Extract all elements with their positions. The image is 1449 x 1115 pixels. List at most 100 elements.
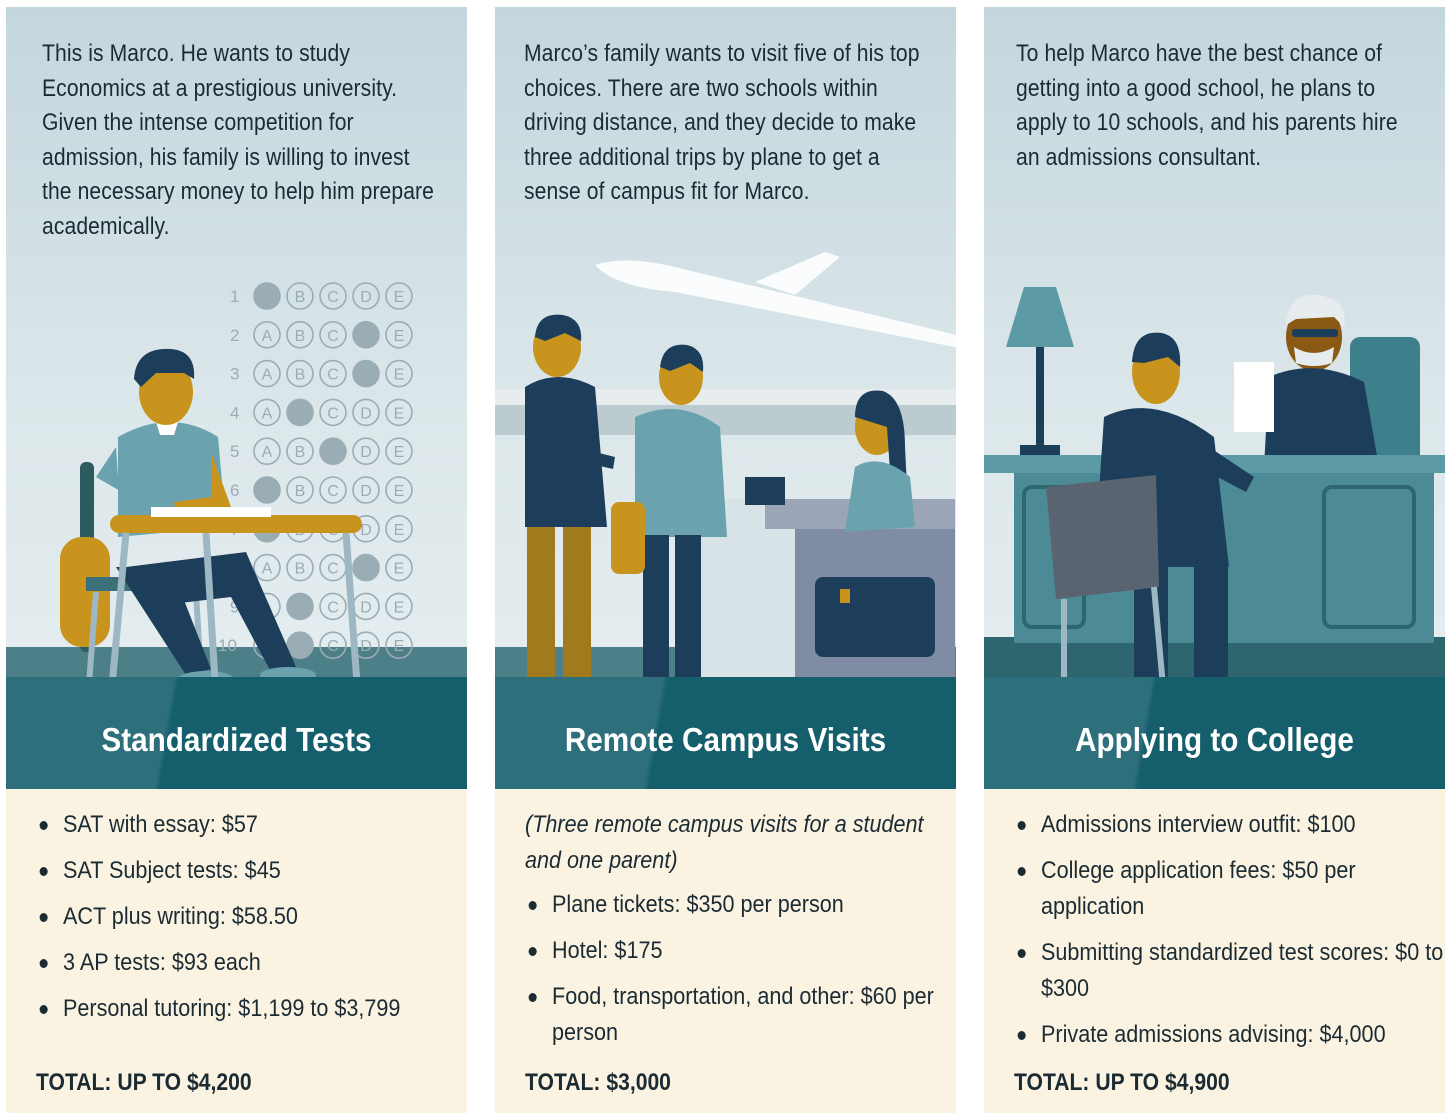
answer-bubble: [286, 282, 314, 310]
panel-heading: Applying to College: [1075, 721, 1354, 758]
answer-letter: E: [394, 638, 405, 655]
heading-banner: [495, 677, 956, 789]
answer-letter: C: [327, 599, 339, 616]
answer-row-number: 1: [230, 287, 239, 306]
answer-bubble: [286, 320, 314, 349]
panel-applying-to-college: To help Marco have the best chance of ge…: [984, 7, 1445, 1113]
cost-item: Admissions interview outfit: $100: [1014, 807, 1445, 843]
answer-bubble-filled: [352, 359, 380, 388]
answer-letter: C: [327, 405, 339, 422]
answer-bubble: [253, 320, 281, 349]
answer-bubble: [286, 437, 314, 466]
answer-bubble: [319, 282, 347, 310]
answer-letter: B: [295, 444, 306, 461]
answer-letter: C: [327, 483, 339, 500]
answer-letter: A: [262, 405, 273, 422]
answer-bubble: [253, 553, 281, 582]
answer-row-number: 9: [230, 597, 239, 616]
intro-text: This is Marco. He wants to study Economi…: [42, 40, 435, 240]
cost-item: College application fees: $50 per applic…: [1014, 853, 1445, 925]
answer-bubble-filled: [286, 398, 314, 427]
answer-bubble: [319, 631, 347, 660]
cost-item: SAT Subject tests: $45: [36, 853, 467, 889]
answer-row-number: 6: [230, 481, 239, 500]
answer-letter: C: [327, 561, 339, 578]
answer-bubble: [352, 476, 380, 504]
intro-text: To help Marco have the best chance of ge…: [1016, 40, 1398, 171]
answer-letter: B: [295, 328, 306, 345]
answer-letter: C: [327, 638, 339, 655]
total-cost: TOTAL: UP TO $4,900: [1014, 1069, 1230, 1096]
total-cost: TOTAL: $3,000: [525, 1069, 671, 1096]
answer-bubble: [319, 476, 347, 504]
answer-bubble-filled: [319, 437, 347, 466]
answer-letter: E: [394, 328, 405, 345]
answer-letter: E: [394, 367, 405, 384]
answer-letter: C: [327, 289, 339, 306]
answer-bubble: [385, 398, 413, 427]
answer-bubble: [385, 592, 413, 621]
answer-row-number: 2: [230, 326, 239, 345]
answer-bubble-filled: [352, 320, 380, 349]
answer-letter: D: [360, 638, 372, 655]
answer-letter: A: [262, 328, 273, 345]
answer-row-number: 4: [230, 403, 239, 422]
illustration-admissions-consultant: To help Marco have the best chance of ge…: [984, 7, 1445, 789]
cost-item: SAT with essay: $57: [36, 807, 467, 843]
total-cost: TOTAL: UP TO $4,200: [36, 1069, 252, 1096]
answer-letter: A: [262, 444, 273, 461]
cost-note: (Three remote campus visits for a studen…: [525, 811, 924, 874]
answer-bubble: [286, 476, 314, 504]
answer-letter: E: [394, 405, 405, 422]
cost-item: ACT plus writing: $58.50: [36, 899, 467, 935]
heading-banner: [6, 677, 467, 789]
cost-item: Food, transportation, and other: $60 per…: [525, 979, 956, 1051]
panel-heading: Remote Campus Visits: [564, 721, 887, 758]
answer-bubble: [385, 437, 413, 466]
answer-bubble: [319, 359, 347, 388]
panel-remote-campus-visits: Marco’s family wants to visit five of hi…: [495, 7, 956, 1113]
panel-standardized-tests: 1BCDE2ABCE3ABCE4ACDE5ABDE6BCDE7BCDE8ABCE…: [6, 7, 467, 1113]
answer-letter: E: [394, 599, 405, 616]
answer-letter: C: [327, 367, 339, 384]
answer-letter: D: [360, 444, 372, 461]
answer-bubble: [319, 320, 347, 349]
illustration-airport-check-in: Marco’s family wants to visit five of hi…: [495, 7, 956, 789]
answer-letter: A: [262, 367, 273, 384]
answer-letter: B: [295, 561, 306, 578]
answer-bubble-filled: [286, 592, 314, 621]
answer-row-number: 3: [230, 365, 239, 384]
answer-bubble: [385, 359, 413, 388]
answer-letter: B: [295, 483, 306, 500]
answer-letter: B: [295, 289, 306, 306]
answer-bubble: [352, 437, 380, 466]
answer-letter: E: [394, 444, 405, 461]
answer-bubble: [385, 282, 413, 310]
answer-letter: E: [394, 289, 405, 306]
answer-letter: E: [394, 561, 405, 578]
cost-item: Hotel: $175: [525, 933, 956, 969]
answer-letter: E: [394, 522, 405, 539]
answer-letter: D: [360, 522, 372, 539]
answer-bubble: [352, 282, 380, 310]
cost-item: Personal tutoring: $1,199 to $3,799: [36, 991, 467, 1027]
answer-bubble-filled: [286, 631, 314, 660]
answer-bubble: [286, 553, 314, 582]
answer-bubble: [286, 359, 314, 388]
answer-bubble: [385, 514, 413, 543]
answer-bubble: [253, 437, 281, 466]
cost-item: Private admissions advising: $4,000: [1014, 1017, 1445, 1053]
answer-letter: D: [360, 599, 372, 616]
answer-bubble: [385, 476, 413, 504]
cost-item: Submitting standardized test scores: $0 …: [1014, 935, 1445, 1007]
cost-item: 3 AP tests: $93 each: [36, 945, 467, 981]
answer-bubble: [385, 631, 413, 660]
answer-bubble: [319, 592, 347, 621]
answer-bubble: [352, 398, 380, 427]
answer-bubble-filled: [253, 282, 281, 310]
answer-letter: E: [394, 483, 405, 500]
answer-letter: A: [262, 561, 273, 578]
